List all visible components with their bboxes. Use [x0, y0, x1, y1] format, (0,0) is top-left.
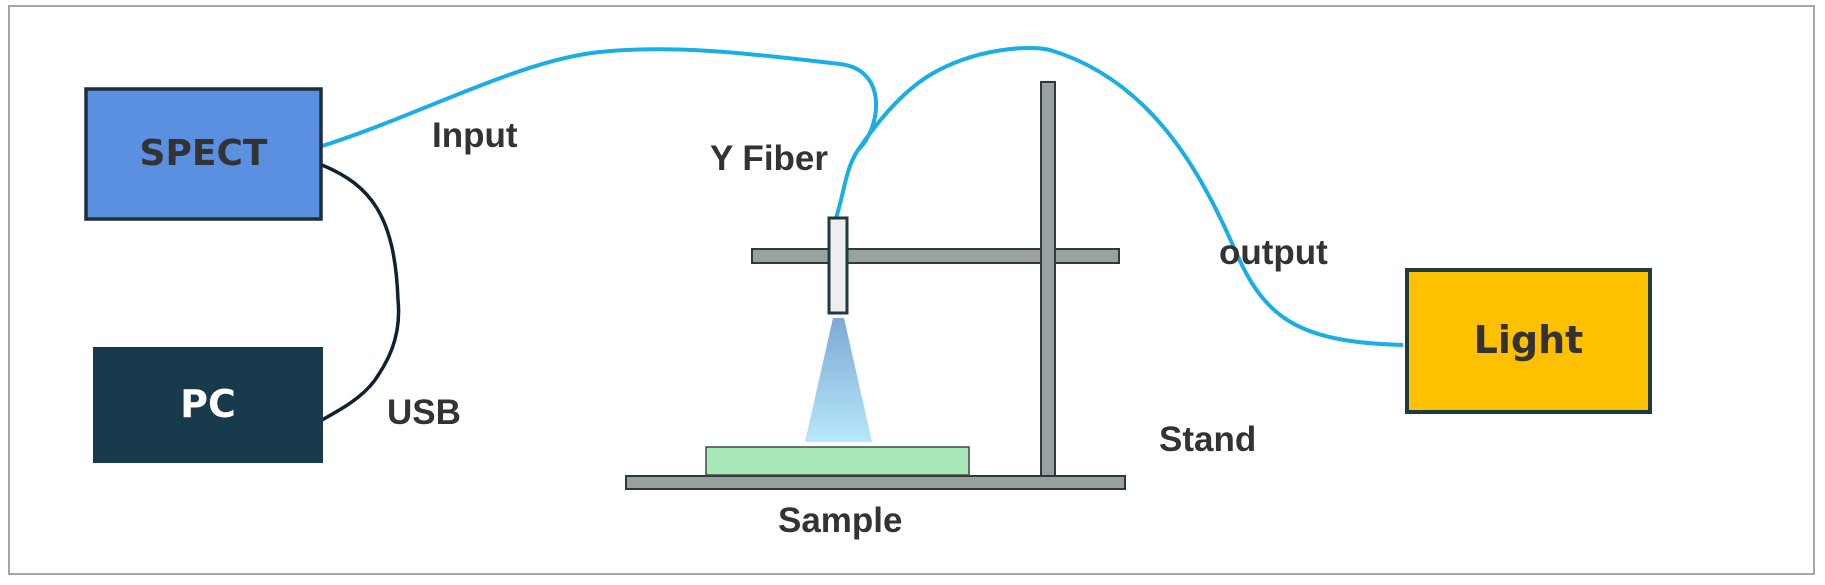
sample-label: Sample — [778, 501, 903, 540]
light-beam — [805, 318, 872, 442]
pc-box — [93, 347, 323, 463]
input-label: Input — [432, 116, 518, 155]
spect-box — [84, 87, 323, 221]
sample-slab — [705, 446, 970, 476]
stand-pole — [1040, 81, 1056, 479]
y-fiber-branch — [834, 46, 1404, 347]
light-box — [1405, 268, 1652, 414]
output-label: output — [1219, 233, 1328, 272]
stand-label: Stand — [1159, 420, 1256, 459]
stand-base — [625, 475, 1126, 490]
light-label: Light — [1474, 318, 1584, 362]
spect-label: SPECT — [140, 133, 268, 174]
pc-label: PC — [180, 382, 236, 426]
y-fiber-label: Y Fiber — [710, 139, 828, 178]
input-fiber — [321, 47, 878, 152]
fiber-probe — [827, 216, 849, 315]
usb-cable — [321, 163, 401, 422]
usb-label: USB — [387, 393, 461, 432]
stand-arm — [751, 248, 1120, 264]
